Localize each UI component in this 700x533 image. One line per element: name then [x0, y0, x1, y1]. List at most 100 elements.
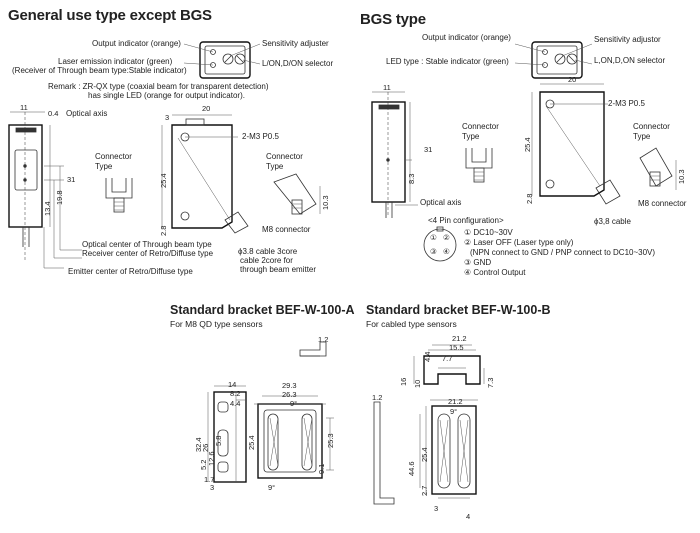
- bgs-connector-type-label: Connector Type: [462, 122, 499, 141]
- general-dim-11: 11: [20, 103, 28, 112]
- bracket-a-dim-12-6: 12.6: [207, 451, 216, 466]
- bracket-b-drawing: [373, 344, 485, 505]
- bgs-top-view: [514, 41, 593, 79]
- general-remark-line-1: Remark : ZR-QX type (coaxial beam for tr…: [48, 82, 269, 91]
- bracket-b-title: Standard bracket BEF-W-100-B: [366, 303, 551, 317]
- bracket-b-dim-9: 9°: [450, 407, 458, 416]
- general-top-view: [183, 41, 261, 79]
- bracket-a-dim-1-7: 1.7: [204, 475, 215, 484]
- general-title: General use type except BGS: [8, 7, 212, 24]
- bracket-b-dim-25-4: 25.4: [420, 447, 429, 462]
- bgs-pin-4-mark: ④: [443, 247, 450, 256]
- bracket-a-dim-25-4: 25.4: [247, 435, 256, 450]
- bracket-b-subtitle: For cabled type sensors: [366, 319, 457, 329]
- bgs-pin-3-mark: ③: [430, 247, 437, 256]
- bgs-dim-20: 20: [568, 75, 577, 84]
- bracket-a-dim-1-2: 1.2: [318, 335, 329, 344]
- bracket-a-dim-9-top: 9°: [290, 399, 298, 408]
- general-laser-indicator-label: Laser emission indicator (green): [58, 57, 173, 66]
- bracket-b-dim-7-3: 7.3: [486, 377, 495, 388]
- general-dim-25-4: 25.4: [159, 173, 168, 188]
- general-selector-label: L/ON,D/ON selector: [262, 59, 334, 68]
- general-sensitivity-adjuster-label: Sensitivity adjuster: [262, 39, 329, 48]
- bgs-sensitivity-adjuster-label: Sensitivity adjustor: [594, 35, 661, 44]
- bgs-dim-8-3: 8.3: [407, 173, 416, 184]
- general-cable-line-3: through beam emitter: [240, 265, 317, 274]
- bgs-dim-2-8: 2.8: [525, 193, 534, 204]
- bgs-pin-2-note: (NPN connect to GND / PNP connect to DC1…: [470, 248, 656, 257]
- bgs-pin-2: ② Laser OFF (Laser type only): [464, 238, 574, 247]
- bracket-b-dim-7-7: 7.7: [442, 354, 453, 363]
- general-dim-10-3: 10.3: [321, 195, 330, 210]
- bracket-a-dim-29-3: 29.3: [282, 381, 297, 390]
- bgs-dim-25-4: 25.4: [523, 137, 532, 152]
- bracket-b-dim-21-2-top: 21.2: [452, 334, 467, 343]
- bracket-a-dim-14: 14: [228, 380, 237, 389]
- general-center-through-beam: Optical center of Through beam type: [82, 240, 212, 249]
- general-remark-line-2: has single LED (orange for output indica…: [88, 91, 245, 100]
- bgs-mounting-label: 2-M3 P0.5: [608, 99, 645, 108]
- general-receiver-note: (Receiver of Through beam type:Stable in…: [12, 66, 187, 75]
- bracket-a-title: Standard bracket BEF-W-100-A: [170, 303, 355, 317]
- general-dim-13-4: 13.4: [43, 201, 52, 216]
- bgs-pin-3: ③ GND: [464, 258, 492, 267]
- bracket-a-drawing: [207, 341, 334, 483]
- bgs-connector-type-label-2: Connector Type: [633, 122, 670, 141]
- bgs-title: BGS type: [360, 11, 426, 28]
- general-dim-3: 3: [165, 113, 170, 122]
- bracket-a-dim-4-4: 4.4: [230, 399, 241, 408]
- bgs-pin-1: ① DC10~30V: [464, 228, 513, 237]
- bgs-front-view: [371, 91, 418, 218]
- bgs-pin-2-mark: ②: [443, 233, 450, 242]
- bgs-pin-1-mark: ①: [430, 233, 437, 242]
- bracket-a-subtitle: For M8 QD type sensors: [170, 319, 263, 329]
- bracket-a-dim-5-8: 5.8: [214, 435, 223, 446]
- bracket-a-dim-26-3: 26.3: [282, 390, 297, 399]
- general-dim-20: 20: [202, 104, 211, 113]
- bracket-b-dim-3: 3: [434, 504, 439, 513]
- bgs-cable-label: ϕ3,8 cable: [594, 217, 631, 226]
- bracket-b-dim-4: 4: [466, 512, 471, 521]
- general-mounting-label: 2-M3 P0.5: [242, 132, 279, 141]
- bgs-m8-connector-label: M8 connector: [638, 199, 687, 208]
- bracket-b-dim-16: 16: [399, 377, 408, 386]
- bgs-pin-diagram: [423, 226, 457, 262]
- bracket-b-dim-10: 10: [413, 379, 422, 388]
- general-optical-axis-label: Optical axis: [66, 109, 108, 118]
- bgs-pin-4: ④ Control Output: [464, 268, 526, 277]
- general-connector-type-label-2: Connector Type: [266, 152, 303, 171]
- general-cable-line-2: cable 2core for: [240, 256, 293, 265]
- general-connector-type-label: Connector Type: [95, 152, 132, 171]
- bracket-b-dim-15-5: 15.5: [449, 343, 464, 352]
- bracket-b-dim-4-4: 4.4: [423, 351, 432, 362]
- bgs-dim-31: 31: [424, 145, 433, 154]
- bgs-dim-11: 11: [383, 83, 391, 92]
- bracket-a-dim-8-2: 8.2: [230, 389, 241, 398]
- bgs-pin-config-title: <4 Pin configuration>: [428, 216, 504, 225]
- bracket-b-dim-1-2: 1.2: [372, 393, 383, 402]
- bracket-a-dim-3: 3: [210, 483, 215, 492]
- bgs-side-view: [531, 83, 621, 205]
- general-front-view: [8, 111, 82, 269]
- general-center-emitter: Emitter center of Retro/Diffuse type: [68, 267, 193, 276]
- general-center-receiver: Receiver center of Retro/Diffuse type: [82, 249, 214, 258]
- bgs-connector-views: [465, 147, 677, 190]
- bgs-dim-10-3: 10.3: [677, 169, 686, 184]
- bgs-led-type-label: LED type : Stable indicator (green): [386, 57, 509, 66]
- bracket-b-dim-2-7: 2.7: [420, 485, 429, 496]
- general-dim-31: 31: [67, 175, 76, 184]
- general-cable-line-1: ϕ3.8 cable 3core: [238, 247, 298, 256]
- bracket-a-dim-5-2: 5.2: [199, 459, 208, 470]
- bgs-output-indicator-label: Output indicator (orange): [422, 33, 511, 42]
- general-dim-2-8: 2.8: [159, 225, 168, 236]
- general-output-indicator-label: Output indicator (orange): [92, 39, 181, 48]
- general-side-view: [161, 114, 249, 234]
- bracket-b-dim-21-2: 21.2: [448, 397, 463, 406]
- bracket-a-dim-9-bottom: 9°: [268, 483, 276, 492]
- bgs-optical-axis-label: Optical axis: [420, 198, 462, 207]
- general-m8-connector-label: M8 connector: [262, 225, 311, 234]
- bracket-b-dim-44-6: 44.6: [407, 461, 416, 476]
- bgs-selector-label: L,ON,D,ON selector: [594, 56, 666, 65]
- general-dim-19-8: 19.8: [55, 190, 64, 205]
